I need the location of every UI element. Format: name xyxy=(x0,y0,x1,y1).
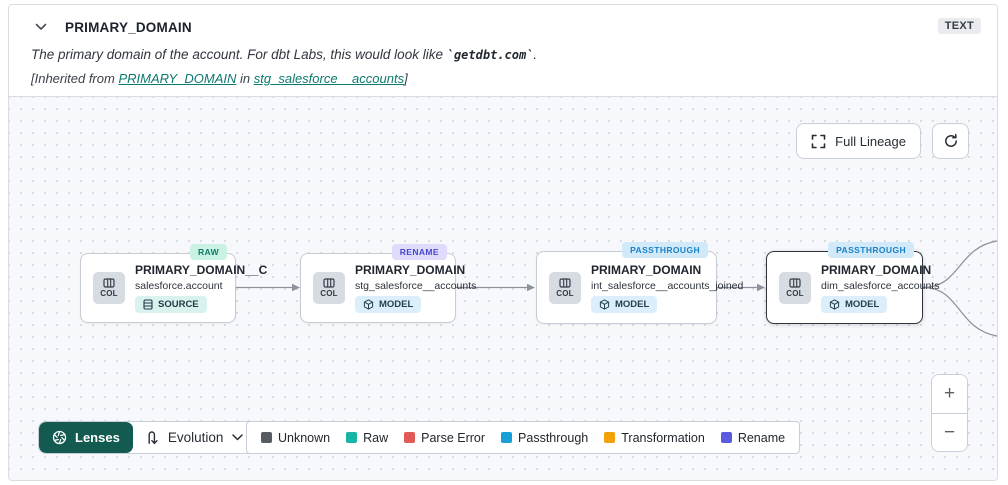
column-header: PRIMARY_DOMAIN TEXT The primary domain o… xyxy=(9,5,997,96)
column-detail-panel: PRIMARY_DOMAIN TEXT The primary domain o… xyxy=(8,4,998,481)
evolution-tag: RAW xyxy=(189,244,227,260)
aperture-icon xyxy=(52,430,67,445)
legend-label: Transformation xyxy=(621,430,705,445)
evolution-legend: Unknown Raw Parse Error Passthrough Tran… xyxy=(246,421,801,454)
full-lineage-button[interactable]: Full Lineage xyxy=(796,123,921,159)
column-chip: COL xyxy=(779,271,811,304)
node-model-name: salesforce.account xyxy=(135,280,223,292)
columns-icon xyxy=(559,277,571,288)
chevron-down-icon xyxy=(232,434,244,441)
node-column-name: PRIMARY_DOMAIN xyxy=(821,262,932,277)
columns-icon xyxy=(103,278,115,288)
inherited-model-link[interactable]: stg_salesforce__accounts xyxy=(253,71,405,86)
resource-badge: MODEL xyxy=(821,295,888,313)
legend-item-unknown: Unknown xyxy=(261,431,330,445)
model-cube-icon xyxy=(829,298,840,310)
node-column-name: PRIMARY_DOMAIN__C xyxy=(135,263,268,277)
inherited-from-line: [Inherited from PRIMARY_DOMAIN in stg_sa… xyxy=(31,71,981,86)
legend-label: Parse Error xyxy=(421,430,486,445)
model-cube-icon xyxy=(363,299,374,310)
resource-label: MODEL xyxy=(379,299,414,310)
node-model-name: int_salesforce__accounts_joined xyxy=(591,279,744,292)
resource-label: SOURCE xyxy=(158,299,199,310)
column-description: The primary domain of the account. For d… xyxy=(31,47,981,62)
evolution-icon xyxy=(145,430,159,445)
source-icon xyxy=(143,299,153,310)
lineage-node-dim-salesforce-accounts[interactable]: PASSTHROUGH COL PRIMARY_DOMAIN dim_sales… xyxy=(766,242,940,324)
columns-icon xyxy=(323,278,335,288)
node-column-name: PRIMARY_DOMAIN xyxy=(355,263,466,277)
legend-item-passthrough: Passthrough xyxy=(501,431,588,445)
zoom-controls: + − xyxy=(931,374,968,452)
description-code: `getdbt.com` xyxy=(446,48,534,62)
expand-corners-icon xyxy=(811,134,826,149)
legend-swatch xyxy=(501,432,513,443)
col-label: COL xyxy=(100,289,118,298)
lineage-node-stg-salesforce-accounts[interactable]: RENAME COL PRIMARY_DOMAIN stg_salesforce… xyxy=(300,244,477,323)
legend-label: Rename xyxy=(737,430,786,445)
columns-icon xyxy=(789,277,801,288)
node-model-name: dim_salesforce_accounts xyxy=(821,279,940,292)
collapse-chevron-icon[interactable] xyxy=(31,17,51,37)
resource-badge: SOURCE xyxy=(135,296,207,313)
legend-swatch xyxy=(346,432,358,443)
inherited-column-link[interactable]: PRIMARY_DOMAIN xyxy=(118,71,237,86)
column-type-badge: TEXT xyxy=(937,18,981,34)
lenses-control-group: Lenses Evolution xyxy=(38,421,257,454)
column-chip: COL xyxy=(313,272,345,304)
col-label: COL xyxy=(320,289,338,298)
resource-badge: MODEL xyxy=(591,295,658,313)
lens-select-dropdown[interactable]: Evolution xyxy=(132,422,256,453)
column-chip: COL xyxy=(549,271,581,304)
description-text: The primary domain of the account. For d… xyxy=(31,47,447,62)
evolution-tag: RENAME xyxy=(391,244,447,260)
refresh-icon xyxy=(943,133,959,149)
column-chip: COL xyxy=(93,272,125,304)
legend-swatch xyxy=(261,432,272,443)
legend-item-raw: Raw xyxy=(346,431,388,445)
zoom-out-button[interactable]: − xyxy=(932,413,967,451)
legend-label: Unknown xyxy=(278,430,331,445)
inherited-prefix: [Inherited from xyxy=(31,71,119,86)
node-model-name: stg_salesforce__accounts xyxy=(355,280,477,292)
lens-selected-label: Evolution xyxy=(167,430,224,445)
full-lineage-label: Full Lineage xyxy=(835,133,906,149)
inherited-suffix: ] xyxy=(404,71,408,86)
evolution-tag: PASSTHROUGH xyxy=(622,242,708,258)
lineage-node-salesforce-account[interactable]: RAW COL PRIMARY_DOMAIN__C salesforce.acc… xyxy=(80,244,268,323)
refresh-button[interactable] xyxy=(932,123,969,159)
legend-label: Passthrough xyxy=(518,430,589,445)
inherited-middle: in xyxy=(236,71,254,86)
lenses-button[interactable]: Lenses xyxy=(39,422,133,453)
col-label: COL xyxy=(786,288,804,298)
col-label: COL xyxy=(556,288,574,298)
legend-item-rename: Rename xyxy=(720,430,786,445)
node-column-name: PRIMARY_DOMAIN xyxy=(591,262,702,277)
column-title: PRIMARY_DOMAIN xyxy=(65,19,192,35)
model-cube-icon xyxy=(599,298,610,310)
legend-swatch xyxy=(604,432,616,443)
resource-label: MODEL xyxy=(845,298,880,310)
resource-label: MODEL xyxy=(615,298,650,310)
legend-item-parse-error: Parse Error xyxy=(404,431,485,445)
legend-swatch xyxy=(404,432,416,443)
evolution-tag: PASSTHROUGH xyxy=(828,242,914,258)
zoom-in-button[interactable]: + xyxy=(932,375,967,413)
lineage-node-int-salesforce-accounts-joined[interactable]: PASSTHROUGH COL PRIMARY_DOMAIN int_sales… xyxy=(536,242,744,324)
legend-label: Raw xyxy=(363,430,389,445)
legend-item-transformation: Transformation xyxy=(604,431,705,445)
resource-badge: MODEL xyxy=(355,296,422,313)
lineage-canvas[interactable]: Full Lineage RAW COL PRIMARY_DOMAIN__C xyxy=(9,96,997,480)
legend-swatch xyxy=(720,432,732,443)
lenses-label: Lenses xyxy=(75,430,120,445)
description-period: . xyxy=(533,47,538,62)
